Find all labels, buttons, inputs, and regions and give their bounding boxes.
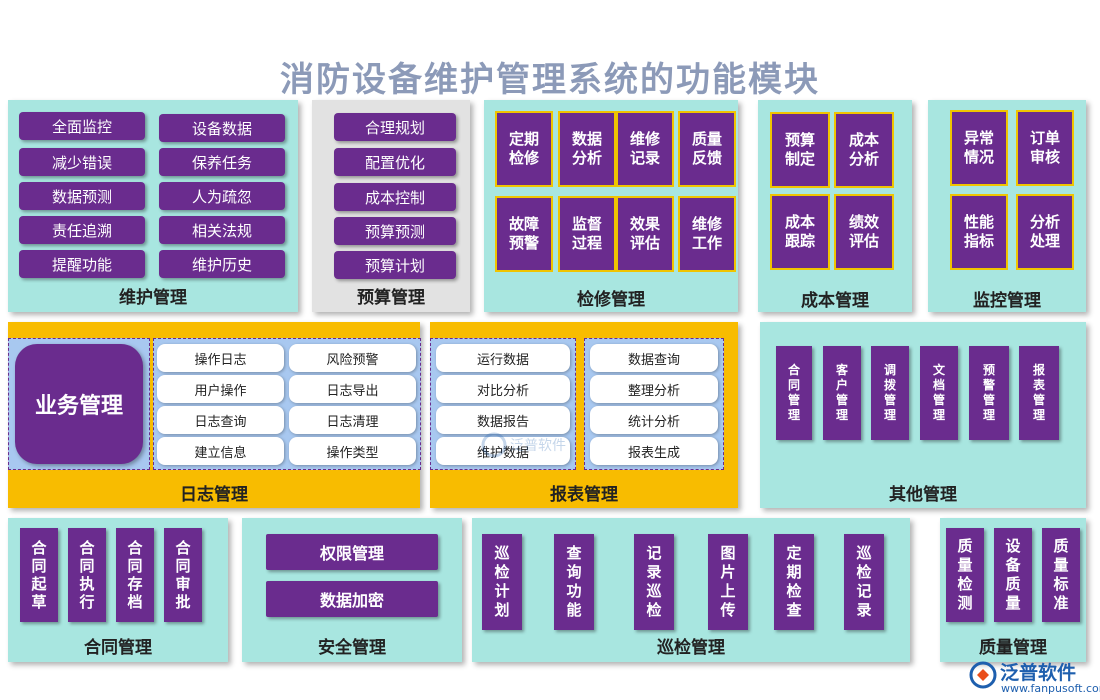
maintenance-item[interactable]: 数据预测: [19, 182, 145, 210]
security-item[interactable]: 权限管理: [266, 534, 438, 570]
budget-panel: 合理规划 配置优化 成本控制 预算预测 预算计划 预算管理: [312, 100, 470, 312]
budget-item[interactable]: 预算预测: [334, 217, 456, 245]
patrol-item[interactable]: 查询功能: [554, 534, 594, 630]
report-panel: 运行数据 对比分析 数据报告 维护数据 数据查询 整理分析 统计分析 报表生成 …: [430, 322, 738, 508]
contract-item[interactable]: 合同审批: [164, 528, 202, 622]
cost-panel: 预算制定 成本分析 成本跟踪 绩效评估 成本管理: [758, 100, 912, 312]
logo-name: 泛普软件: [1000, 662, 1077, 684]
contract-item[interactable]: 合同执行: [68, 528, 106, 622]
cost-item[interactable]: 预算制定: [770, 112, 830, 188]
inspection-repair-item[interactable]: 质量反馈: [678, 111, 736, 187]
monitor-item[interactable]: 订单审核: [1016, 110, 1074, 186]
budget-item[interactable]: 预算计划: [334, 251, 456, 279]
log-item[interactable]: 用户操作: [157, 375, 284, 403]
inspection-repair-item[interactable]: 监督过程: [558, 196, 616, 272]
maintenance-panel: 全面监控 设备数据 减少错误 保养任务 数据预测 人为疏忽 责任追溯 相关法规 …: [8, 100, 298, 312]
watermark-text: 泛普软件: [510, 438, 566, 454]
patrol-item[interactable]: 巡检计划: [482, 534, 522, 630]
budget-item[interactable]: 配置优化: [334, 148, 456, 176]
maintenance-item[interactable]: 维护历史: [159, 250, 285, 278]
report-item[interactable]: 统计分析: [590, 406, 718, 434]
log-panel: 业务管理 操作日志 风险预警 用户操作 日志导出 日志查询 日志清理 建立信息 …: [8, 322, 421, 508]
inspection-repair-item[interactable]: 维修工作: [678, 196, 736, 272]
patrol-item[interactable]: 图片上传: [708, 534, 748, 630]
monitor-item[interactable]: 异常情况: [950, 110, 1008, 186]
other-item[interactable]: 文档管理: [920, 346, 958, 440]
budget-item[interactable]: 合理规划: [334, 113, 456, 141]
report-item[interactable]: 数据查询: [590, 344, 718, 372]
contract-item[interactable]: 合同起草: [20, 528, 58, 622]
inspection-repair-item[interactable]: 定期检修: [495, 111, 553, 187]
maintenance-item[interactable]: 人为疏忽: [159, 182, 285, 210]
inspection-repair-item[interactable]: 维修记录: [616, 111, 674, 187]
patrol-label: 巡检管理: [657, 638, 725, 658]
other-panel: 合同管理 客户管理 调拨管理 文档管理 预警管理 报表管理 其他管理: [760, 322, 1086, 508]
log-item[interactable]: 风险预警: [289, 344, 416, 372]
maintenance-item[interactable]: 减少错误: [19, 148, 145, 176]
maintenance-item[interactable]: 设备数据: [159, 114, 285, 142]
contract-panel: 合同起草 合同执行 合同存档 合同审批 合同管理: [8, 518, 228, 662]
security-label: 安全管理: [318, 638, 386, 658]
log-label: 日志管理: [180, 485, 248, 505]
inspection-repair-label: 检修管理: [577, 290, 645, 310]
maintenance-item[interactable]: 全面监控: [19, 112, 145, 140]
inspection-repair-item[interactable]: 效果评估: [616, 196, 674, 272]
inspection-repair-panel: 定期检修 数据分析 维修记录 质量反馈 故障预警 监督过程 效果评估 维修工作 …: [484, 100, 738, 312]
report-item[interactable]: 维护数据: [436, 437, 570, 465]
cost-item[interactable]: 成本跟踪: [770, 194, 830, 270]
other-item[interactable]: 预警管理: [969, 346, 1009, 440]
watermark-logo-icon: 泛普软件: [481, 432, 566, 458]
patrol-item[interactable]: 定期检查: [774, 534, 814, 630]
monitor-panel: 异常情况 订单审核 性能指标 分析处理 监控管理: [928, 100, 1086, 312]
business-management-button[interactable]: 业务管理: [15, 344, 143, 464]
maintenance-item[interactable]: 提醒功能: [19, 250, 145, 278]
inspection-repair-item[interactable]: 数据分析: [558, 111, 616, 187]
log-item[interactable]: 日志清理: [289, 406, 416, 434]
report-label: 报表管理: [550, 485, 618, 505]
other-item[interactable]: 报表管理: [1019, 346, 1059, 440]
logo-url: www.fanpusoft.com: [1001, 682, 1100, 695]
contract-item[interactable]: 合同存档: [116, 528, 154, 622]
report-item[interactable]: 整理分析: [590, 375, 718, 403]
maintenance-label: 维护管理: [119, 288, 187, 308]
report-item[interactable]: 数据报告: [436, 406, 570, 434]
maintenance-item[interactable]: 责任追溯: [19, 216, 145, 244]
quality-item[interactable]: 质量检测: [946, 528, 984, 622]
monitor-label: 监控管理: [973, 291, 1041, 311]
budget-label: 预算管理: [357, 288, 425, 308]
security-panel: 权限管理 数据加密 安全管理: [242, 518, 462, 662]
monitor-item[interactable]: 性能指标: [950, 194, 1008, 270]
report-item[interactable]: 对比分析: [436, 375, 570, 403]
quality-label: 质量管理: [979, 638, 1047, 658]
cost-item[interactable]: 绩效评估: [834, 194, 894, 270]
other-item[interactable]: 调拨管理: [871, 346, 909, 440]
budget-item[interactable]: 成本控制: [334, 183, 456, 211]
other-item[interactable]: 合同管理: [776, 346, 812, 440]
quality-panel: 质量检测 设备质量 质量标准 质量管理: [940, 518, 1086, 662]
maintenance-item[interactable]: 相关法规: [159, 216, 285, 244]
quality-item[interactable]: 设备质量: [994, 528, 1032, 622]
contract-label: 合同管理: [84, 638, 152, 658]
patrol-item[interactable]: 巡检记录: [844, 534, 884, 630]
cost-item[interactable]: 成本分析: [834, 112, 894, 188]
log-item[interactable]: 操作类型: [289, 437, 416, 465]
cost-label: 成本管理: [801, 291, 869, 311]
other-label: 其他管理: [889, 485, 957, 505]
report-item[interactable]: 报表生成: [590, 437, 718, 465]
log-item[interactable]: 日志查询: [157, 406, 284, 434]
quality-item[interactable]: 质量标准: [1042, 528, 1080, 622]
other-item[interactable]: 客户管理: [823, 346, 861, 440]
inspection-repair-item[interactable]: 故障预警: [495, 196, 553, 272]
diagram-title: 消防设备维护管理系统的功能模块: [280, 60, 820, 100]
log-item[interactable]: 日志导出: [289, 375, 416, 403]
maintenance-item[interactable]: 保养任务: [159, 148, 285, 176]
report-item[interactable]: 运行数据: [436, 344, 570, 372]
patrol-item[interactable]: 记录巡检: [634, 534, 674, 630]
fanpu-logo-icon: [969, 661, 997, 689]
log-item[interactable]: 建立信息: [157, 437, 284, 465]
monitor-item[interactable]: 分析处理: [1016, 194, 1074, 270]
patrol-panel: 巡检计划 查询功能 记录巡检 图片上传 定期检查 巡检记录 巡检管理: [472, 518, 910, 662]
security-item[interactable]: 数据加密: [266, 581, 438, 617]
log-item[interactable]: 操作日志: [157, 344, 284, 372]
